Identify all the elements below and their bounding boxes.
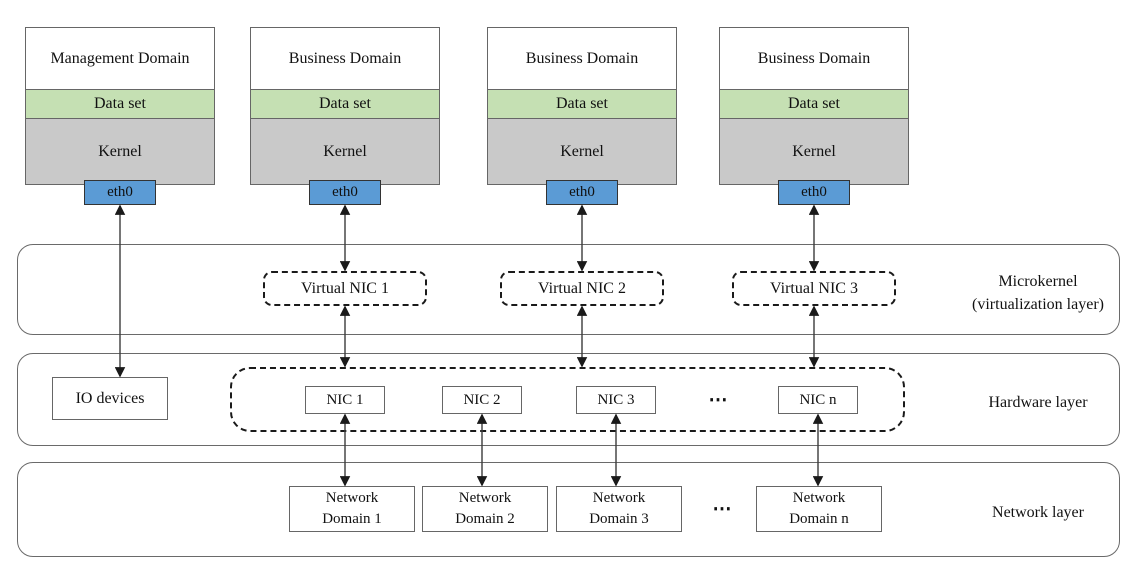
network-domain-3-box: Network Domain 3 (556, 486, 682, 532)
nic-n-box: NIC n (778, 386, 858, 414)
business-domain-3-kernel: Kernel (720, 119, 908, 184)
nic-group-dashed-container (230, 367, 905, 432)
network-domain-2-box: Network Domain 2 (422, 486, 548, 532)
network-domain-3-line2: Domain 3 (589, 511, 649, 527)
network-layer-label: Network layer (992, 504, 1084, 521)
nic-1-box: NIC 1 (305, 386, 385, 414)
network-domain-1-box: Network Domain 1 (289, 486, 415, 532)
virtual-nic-2-box: Virtual NIC 2 (500, 271, 664, 306)
network-domain-n-line1: Network (792, 490, 846, 506)
business-domain-2-kernel: Kernel (488, 119, 676, 184)
nic-3-box: NIC 3 (576, 386, 656, 414)
virtual-nic-3-box: Virtual NIC 3 (732, 271, 896, 306)
eth0-tab-management: eth0 (84, 180, 156, 205)
business-domain-2-box: Business Domain Data set Kernel (487, 27, 677, 185)
business-domain-1-kernel: Kernel (251, 119, 439, 184)
eth0-tab-business-3: eth0 (778, 180, 850, 205)
business-domain-2-title: Business Domain (488, 28, 676, 90)
network-domain-3-line1: Network (592, 490, 646, 506)
hardware-layer-label: Hardware layer (988, 394, 1088, 411)
network-domain-2-line2: Domain 2 (455, 511, 515, 527)
eth0-tab-business-2: eth0 (546, 180, 618, 205)
microkernel-layer-label: Microkernel (virtualization layer) (953, 270, 1123, 316)
nic-ellipsis: ⋯ (708, 390, 730, 411)
business-domain-1-box: Business Domain Data set Kernel (250, 27, 440, 185)
business-domain-2-data-set: Data set (488, 90, 676, 119)
management-domain-kernel: Kernel (26, 119, 214, 184)
network-domain-2-line1: Network (458, 490, 512, 506)
network-domain-n-box: Network Domain n (756, 486, 882, 532)
business-domain-3-title: Business Domain (720, 28, 908, 90)
microkernel-layer-label-line2: (virtualization layer) (972, 296, 1104, 313)
network-domain-ellipsis: ⋯ (712, 499, 734, 520)
management-domain-title: Management Domain (26, 28, 214, 90)
business-domain-3-data-set: Data set (720, 90, 908, 119)
eth0-tab-business-1: eth0 (309, 180, 381, 205)
business-domain-3-box: Business Domain Data set Kernel (719, 27, 909, 185)
network-domain-1-line2: Domain 1 (322, 511, 382, 527)
management-domain-data-set: Data set (26, 90, 214, 119)
io-devices-box: IO devices (52, 377, 168, 420)
virtual-nic-1-box: Virtual NIC 1 (263, 271, 427, 306)
microkernel-layer-label-line1: Microkernel (998, 273, 1078, 290)
network-domain-n-line2: Domain n (789, 511, 849, 527)
business-domain-1-title: Business Domain (251, 28, 439, 90)
nic-2-box: NIC 2 (442, 386, 522, 414)
business-domain-1-data-set: Data set (251, 90, 439, 119)
network-domain-1-line1: Network (325, 490, 379, 506)
management-domain-box: Management Domain Data set Kernel (25, 27, 215, 185)
